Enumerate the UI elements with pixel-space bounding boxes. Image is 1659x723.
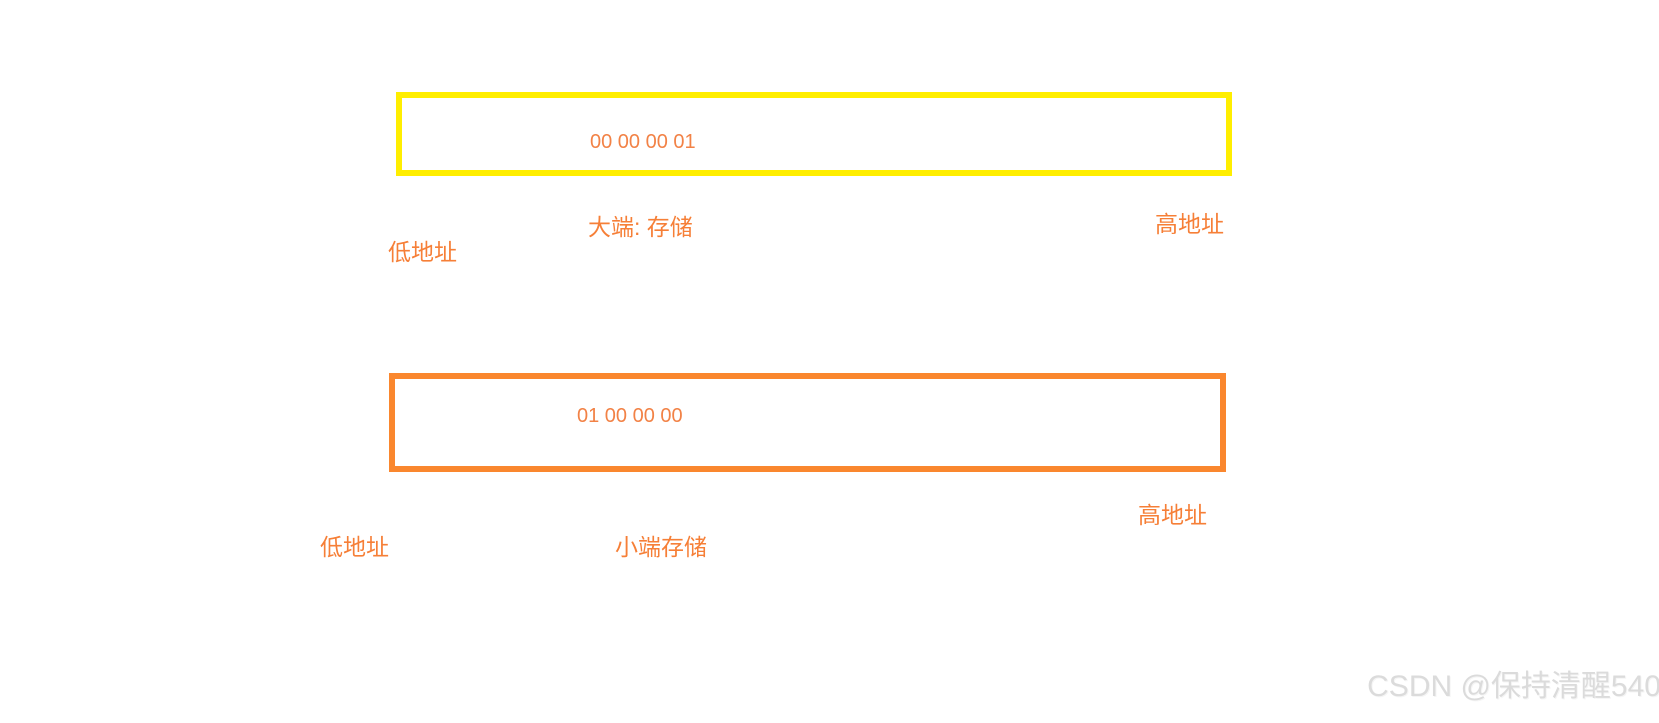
- little-endian-hex-value: 01 00 00 00: [577, 405, 683, 427]
- little-endian-high-address-label: 高地址: [1138, 502, 1207, 528]
- big-endian-high-address-label: 高地址: [1155, 211, 1224, 237]
- little-endian-low-address-label: 低地址: [320, 534, 389, 560]
- little-endian-storage-label: 小端存储: [615, 534, 707, 560]
- csdn-watermark: CSDN @保持清醒540: [1367, 670, 1659, 703]
- big-endian-memory-box: [396, 92, 1232, 176]
- big-endian-low-address-label: 低地址: [388, 239, 457, 265]
- big-endian-storage-label: 大端: 存储: [588, 214, 693, 240]
- little-endian-memory-box: [389, 373, 1226, 472]
- big-endian-hex-value: 00 00 00 01: [590, 131, 696, 153]
